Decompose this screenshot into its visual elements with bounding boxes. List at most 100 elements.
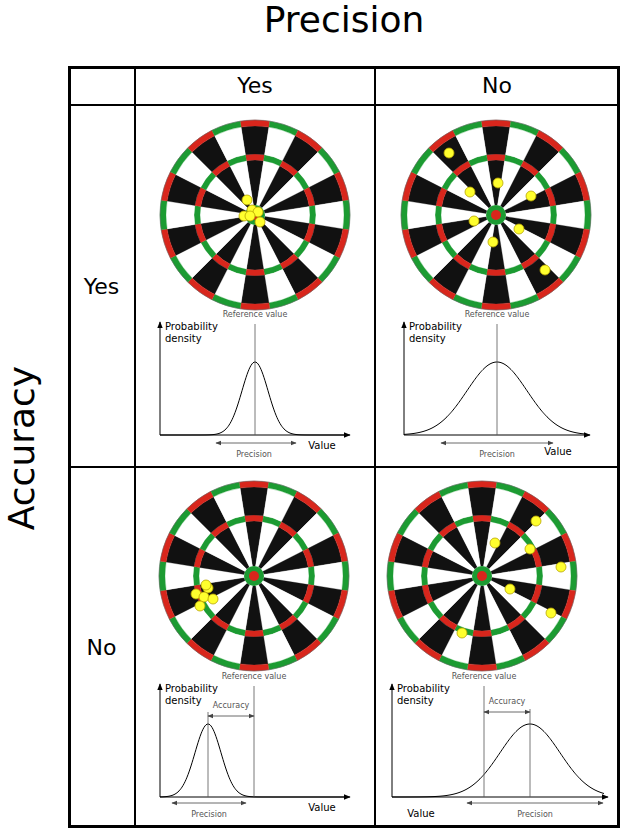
board-segment xyxy=(486,269,505,276)
board-segment xyxy=(472,515,491,522)
board-segment xyxy=(481,303,511,310)
board-segment xyxy=(166,201,195,229)
board-segment xyxy=(415,639,442,661)
board-segment xyxy=(397,509,419,536)
reference-line xyxy=(497,324,498,435)
dart-hit xyxy=(469,216,479,226)
board-segment xyxy=(317,616,339,643)
table-border xyxy=(70,68,619,827)
span-label: Precision xyxy=(517,810,553,819)
board-segment xyxy=(314,562,343,590)
dart-hit xyxy=(505,584,515,594)
dartboard xyxy=(159,481,349,671)
column-header: No xyxy=(375,66,619,105)
bullseye xyxy=(491,210,501,220)
precision-span xyxy=(467,803,603,804)
board-segment xyxy=(244,515,263,522)
board-segment xyxy=(169,616,191,643)
board-segment xyxy=(429,278,456,300)
axis-heading: Precision xyxy=(264,0,425,41)
dart-hit xyxy=(546,608,556,618)
bullseye xyxy=(249,571,259,581)
reference-line xyxy=(255,324,256,435)
reference-label: Reference value xyxy=(223,310,288,319)
density-plot xyxy=(160,322,350,443)
board-segment xyxy=(584,200,591,230)
axis-title: Value xyxy=(407,808,434,820)
precision-span xyxy=(216,443,296,444)
board-segment xyxy=(240,636,268,665)
board-segment xyxy=(317,509,339,536)
mean-line xyxy=(530,709,531,797)
board-segment xyxy=(486,154,505,161)
board-segment xyxy=(522,639,549,661)
span-label: Precision xyxy=(236,450,272,459)
board-segment xyxy=(245,154,264,161)
outer-bull xyxy=(486,205,506,225)
gaussian-curve xyxy=(160,362,346,435)
board-segment xyxy=(165,562,194,590)
board-segment xyxy=(294,491,321,513)
axis-title: Probability density xyxy=(397,683,467,706)
header-text: Yes xyxy=(237,73,273,98)
axis-title: Value xyxy=(544,446,571,458)
dartboard xyxy=(401,120,591,310)
board-segment xyxy=(468,636,496,665)
table-rule xyxy=(69,466,618,468)
board-segment xyxy=(471,161,494,206)
board-segment xyxy=(295,130,322,152)
dart-hit xyxy=(465,187,475,197)
dart-hit xyxy=(526,191,536,201)
board-segment xyxy=(308,566,315,585)
board-segment xyxy=(318,255,340,282)
dart-hit xyxy=(488,237,498,247)
dart-hit xyxy=(514,224,524,234)
board-segment xyxy=(244,630,263,637)
board-segment xyxy=(315,201,344,229)
board-segment xyxy=(241,275,269,304)
dart-hit xyxy=(444,148,454,158)
gaussian-curve xyxy=(404,362,586,434)
board-segment xyxy=(467,664,497,671)
column-header: Yes xyxy=(135,66,375,105)
dart-hit xyxy=(195,601,205,611)
board-segment xyxy=(545,509,567,536)
board-segment xyxy=(559,148,581,175)
reference-label: Reference value xyxy=(222,672,287,681)
board-segment xyxy=(240,487,268,516)
span-label: Precision xyxy=(479,450,515,459)
outer-bull xyxy=(472,566,492,586)
board-segment xyxy=(170,255,192,282)
reference-label: Reference value xyxy=(452,672,517,681)
board-segment xyxy=(393,562,422,590)
board-segment xyxy=(467,481,497,488)
dart-hit xyxy=(255,217,265,227)
table-rule xyxy=(135,104,618,106)
board-segment xyxy=(239,481,269,488)
density-plot xyxy=(160,684,350,803)
board-segment xyxy=(187,491,214,513)
span-label: Accuracy xyxy=(213,701,250,710)
board-segment xyxy=(397,616,419,643)
dart-hit xyxy=(556,562,566,572)
board-segment xyxy=(241,126,269,155)
board-segment xyxy=(482,126,510,155)
y-axis xyxy=(160,684,161,797)
outer-bull xyxy=(244,566,264,586)
axis-title: Value xyxy=(308,802,335,814)
board-rim xyxy=(159,481,349,671)
board-segment xyxy=(245,269,264,276)
accuracy-span xyxy=(208,716,254,717)
y-axis xyxy=(392,684,393,797)
board-segment xyxy=(240,120,270,127)
board-segment xyxy=(194,205,201,224)
header-text: No xyxy=(87,635,117,660)
board-segment xyxy=(481,120,511,127)
y-axis xyxy=(404,322,405,435)
board-segment xyxy=(230,161,253,206)
board-segment xyxy=(294,639,321,661)
board-rim xyxy=(401,120,591,310)
board-segment xyxy=(343,200,350,230)
